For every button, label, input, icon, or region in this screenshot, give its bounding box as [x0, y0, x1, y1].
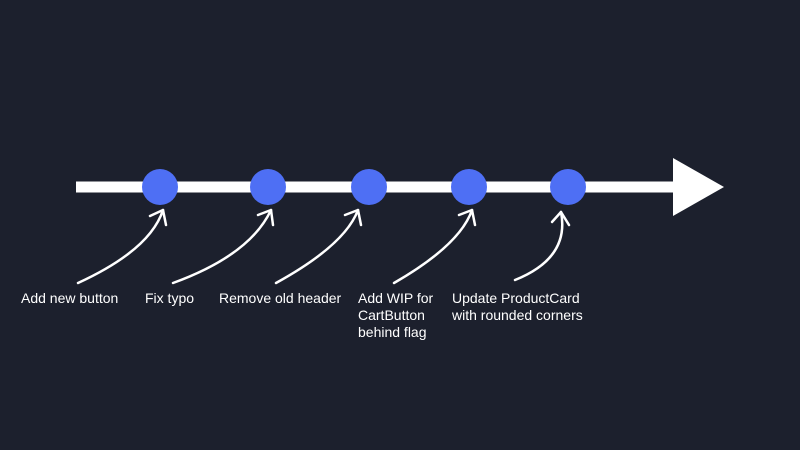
- event-label-5-line-2: with rounded corners: [452, 307, 583, 323]
- event-label-3-line-1: Remove old header: [219, 290, 342, 306]
- event-label-5: Update ProductCard with rounded corners: [452, 290, 583, 324]
- event-label-2: Fix typo: [145, 290, 194, 307]
- event-label-5-line-1: Update ProductCard: [452, 290, 580, 306]
- event-dot-3: [351, 169, 387, 205]
- event-label-4-line-2: CartButton: [358, 307, 425, 323]
- connector-arrow-3: [274, 208, 363, 285]
- event-label-4: Add WIP for CartButton behind flag: [358, 290, 433, 341]
- event-label-4-line-1: Add WIP for: [358, 290, 434, 306]
- connector-arrow-1: [76, 208, 168, 285]
- event-label-1-line-1: Add new button: [21, 290, 119, 306]
- timeline-arrowhead: [673, 158, 724, 216]
- event-dot-5: [550, 169, 586, 205]
- event-dot-1: [142, 169, 178, 205]
- event-label-1: Add new button: [21, 290, 118, 307]
- event-dot-2: [250, 169, 286, 205]
- connector-arrow-5: [513, 210, 571, 282]
- event-label-2-line-1: Fix typo: [145, 290, 195, 306]
- event-label-3: Remove old header: [219, 290, 341, 307]
- connector-arrow-4: [392, 208, 477, 285]
- event-label-4-line-3: behind flag: [358, 324, 427, 340]
- connector-arrow-2: [171, 208, 275, 285]
- event-dot-4: [451, 169, 487, 205]
